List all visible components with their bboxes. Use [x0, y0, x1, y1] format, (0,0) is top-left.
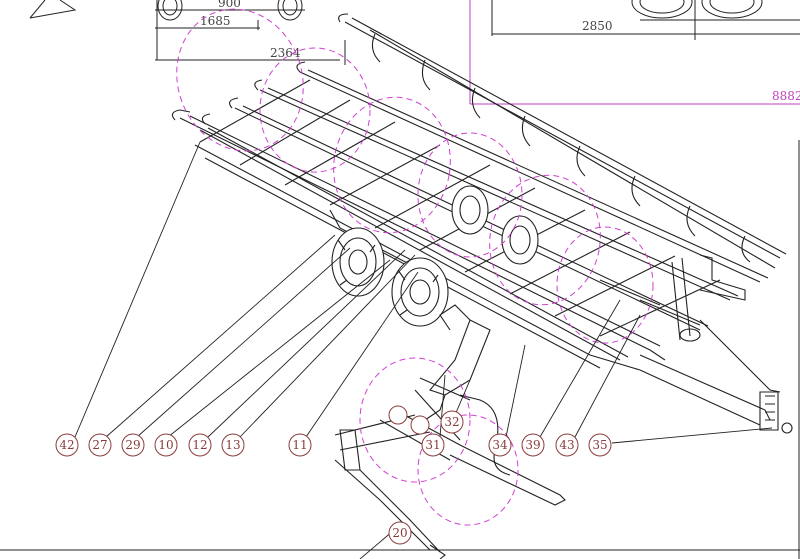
callout-12: 12	[192, 438, 207, 452]
loading-arm	[334, 304, 566, 559]
callout-29: 29	[125, 438, 140, 452]
callout-43: 43	[559, 438, 574, 452]
overall-dimension	[469, 0, 800, 105]
callout-bubbles	[55, 405, 612, 545]
callout-32: 32	[444, 415, 459, 429]
callout-39: 39	[525, 438, 540, 452]
dim-2850: 2850	[582, 19, 613, 33]
wheels	[331, 185, 539, 327]
highlight-ellipses	[176, 8, 654, 526]
callout-20: 20	[392, 526, 407, 540]
callout-13: 13	[225, 438, 240, 452]
trailer-frame	[171, 13, 793, 434]
callout-35: 35	[592, 438, 607, 452]
callout-34: 34	[492, 438, 508, 452]
dim-8882: 8882	[772, 89, 800, 103]
dim-1685: 1685	[200, 14, 231, 28]
leader-lines	[74, 141, 773, 559]
dim-900: 900	[218, 0, 241, 10]
callout-10: 10	[158, 438, 173, 452]
callout-42: 42	[59, 438, 74, 452]
callout-31: 31	[425, 438, 440, 452]
top-left-inset	[29, 0, 346, 65]
callout-11: 11	[292, 438, 307, 452]
dim-2364: 2364	[270, 46, 301, 60]
top-right-inset	[491, 0, 800, 40]
callout-27: 27	[92, 438, 107, 452]
